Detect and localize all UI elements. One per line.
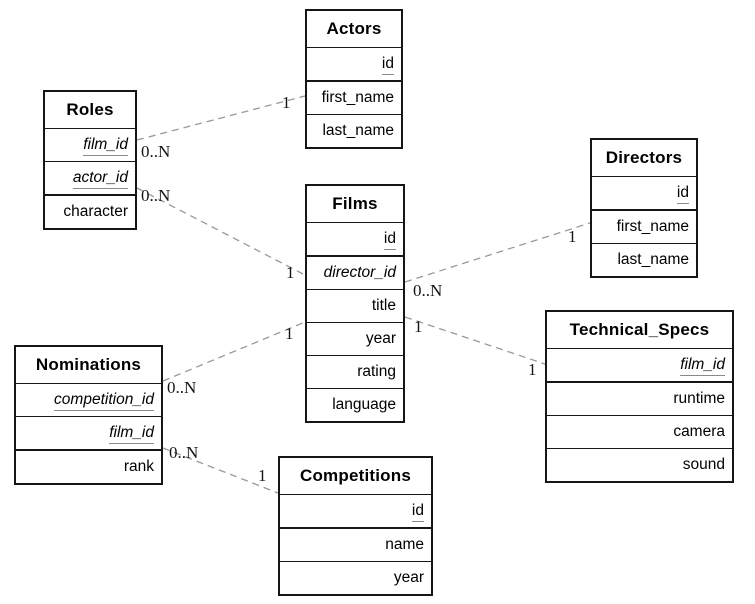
field-label: name — [385, 536, 424, 553]
field-label: runtime — [673, 390, 725, 407]
field-label: language — [332, 396, 396, 413]
entity-title-nominations: Nominations — [35, 355, 142, 374]
field-label: first_name — [321, 89, 394, 106]
field-technical-specs-runtime: runtime — [547, 381, 732, 415]
field-label: last_name — [617, 251, 689, 268]
field-actors-last-name: last_name — [307, 114, 401, 147]
field-films-rating: rating — [307, 355, 403, 388]
field-directors-first-name: first_name — [592, 209, 696, 243]
field-films-id: id — [307, 222, 403, 255]
cardinality-films-directors-near-directors: 1 — [568, 227, 577, 246]
field-technical-specs-film-id: film_id — [547, 348, 732, 381]
field-roles-film-id: film_id — [45, 128, 135, 161]
field-directors-last-name: last_name — [592, 243, 696, 276]
relation-line-films-technical-specs — [404, 316, 546, 365]
field-label: first_name — [616, 218, 689, 235]
cardinality-roles-films-near-roles: 0..N — [141, 186, 171, 205]
field-films-year: year — [307, 322, 403, 355]
field-nominations-rank: rank — [16, 449, 161, 483]
relation-line-roles-actors — [136, 95, 306, 141]
cardinality-nominations-competitions-near-nominations: 0..N — [169, 443, 199, 462]
entity-films[interactable]: Films id director_id title year rating l… — [305, 184, 405, 423]
field-technical-specs-sound: sound — [547, 448, 732, 481]
entity-nominations[interactable]: Nominations competition_id film_id rank — [14, 345, 163, 485]
field-label: year — [393, 569, 424, 586]
entity-roles[interactable]: Roles film_id actor_id character — [43, 90, 137, 230]
field-label: camera — [673, 423, 725, 440]
field-competitions-year: year — [280, 561, 431, 594]
field-films-director-id: director_id — [307, 255, 403, 289]
field-label: film_id — [83, 136, 128, 156]
entity-directors[interactable]: Directors id first_name last_name — [590, 138, 698, 278]
entity-actors[interactable]: Actors id first_name last_name — [305, 9, 403, 149]
field-films-language: language — [307, 388, 403, 421]
field-label: id — [383, 230, 396, 250]
entity-competitions[interactable]: Competitions id name year — [278, 456, 433, 596]
field-label: film_id — [109, 424, 154, 444]
field-nominations-film-id: film_id — [16, 416, 161, 449]
cardinality-nominations-films-near-nominations: 0..N — [167, 378, 197, 397]
cardinality-films-technical-specs-near-films: 1 — [414, 317, 423, 336]
field-roles-character: character — [45, 194, 135, 228]
field-actors-id: id — [307, 47, 401, 80]
entity-title-films: Films — [332, 194, 378, 213]
field-actors-first-name: first_name — [307, 80, 401, 114]
relation-line-nominations-competitions — [162, 447, 279, 494]
entity-title-directors: Directors — [605, 148, 683, 167]
field-label: id — [676, 184, 689, 204]
field-label: sound — [682, 456, 725, 473]
field-label: last_name — [322, 122, 394, 139]
field-films-title: title — [307, 289, 403, 322]
field-label: title — [371, 297, 396, 314]
field-label: id — [381, 55, 394, 75]
field-label: year — [365, 330, 396, 347]
cardinality-films-technical-specs-near-specs: 1 — [528, 360, 537, 379]
field-label: competition_id — [54, 391, 154, 411]
cardinality-roles-actors-near-actors: 1 — [282, 93, 291, 112]
relation-line-nominations-films — [162, 321, 306, 382]
field-competitions-id: id — [280, 494, 431, 527]
relation-line-roles-films — [136, 187, 306, 276]
entity-title-competitions: Competitions — [299, 466, 411, 485]
field-roles-actor-id: actor_id — [45, 161, 135, 194]
entity-title-roles: Roles — [66, 100, 114, 119]
field-label: actor_id — [72, 169, 128, 189]
cardinality-roles-films-near-films: 1 — [286, 263, 295, 282]
entity-title-technical-specs: Technical_Specs — [569, 320, 710, 339]
field-nominations-competition-id: competition_id — [16, 383, 161, 416]
field-technical-specs-camera: camera — [547, 415, 732, 448]
field-directors-id: id — [592, 176, 696, 209]
field-label: film_id — [680, 356, 725, 376]
cardinality-roles-actors-near-roles: 0..N — [141, 142, 171, 161]
field-competitions-name: name — [280, 527, 431, 561]
field-label: character — [63, 203, 128, 220]
field-label: id — [411, 502, 424, 522]
cardinality-films-directors-near-films: 0..N — [413, 281, 443, 300]
field-label: rating — [357, 363, 396, 380]
relation-line-films-directors — [404, 222, 591, 283]
field-label: rank — [123, 458, 154, 475]
entity-technical-specs[interactable]: Technical_Specs film_id runtime camera s… — [545, 310, 734, 483]
entity-title-actors: Actors — [326, 19, 382, 38]
field-label: director_id — [323, 264, 396, 281]
cardinality-nominations-films-near-films: 1 — [285, 324, 294, 343]
cardinality-nominations-competitions-near-competitions: 1 — [258, 466, 267, 485]
